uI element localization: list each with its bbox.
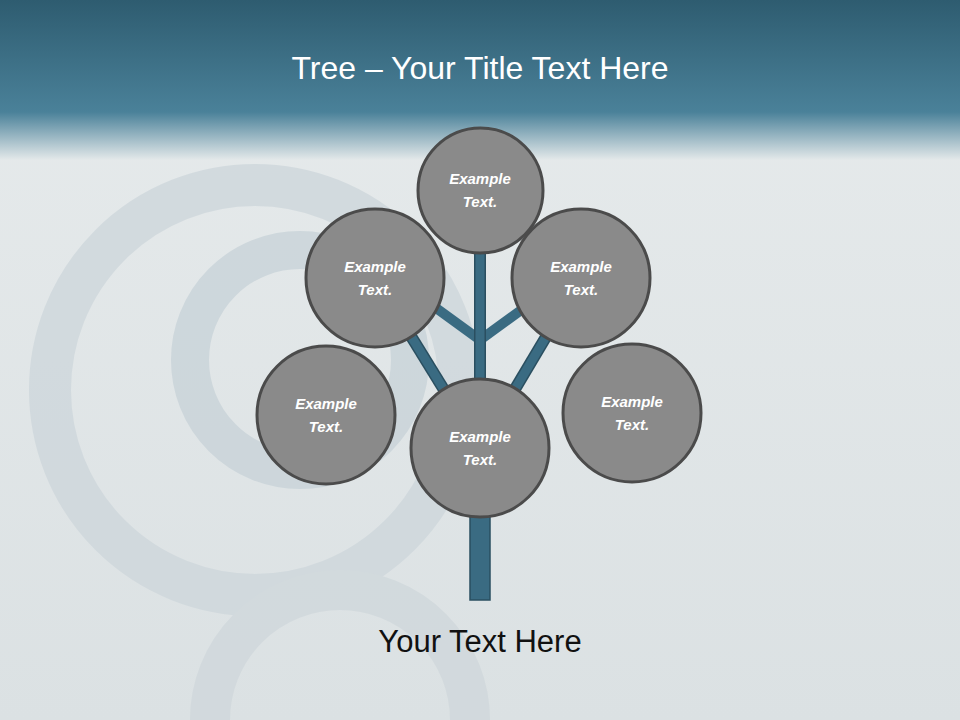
circle-node: Example Text. xyxy=(510,207,652,349)
node-label: Example Text. xyxy=(278,392,374,438)
tree-branch xyxy=(513,333,549,393)
branch-fill xyxy=(409,332,447,393)
circle-node: Example Text. xyxy=(409,377,551,519)
circle-outline xyxy=(255,344,397,486)
tree-branch xyxy=(409,332,447,393)
circle-node: Example Text. xyxy=(561,342,703,484)
branch-fill xyxy=(513,333,549,393)
circle-outline xyxy=(561,342,703,484)
branch-fill xyxy=(476,248,485,385)
circle-outline xyxy=(510,207,652,349)
circle-outline xyxy=(409,377,551,519)
node-label: Example Text. xyxy=(432,425,528,471)
caption: Your Text Here xyxy=(0,624,960,660)
circle-outline xyxy=(304,207,446,349)
slide-title: Tree – Your Title Text Here xyxy=(0,50,960,87)
node-label: Example Text. xyxy=(327,255,423,301)
branch-outline xyxy=(409,332,447,393)
node-label: Example Text. xyxy=(533,255,629,301)
branch-outline xyxy=(513,333,549,393)
node-label: Example Text. xyxy=(584,390,680,436)
circle-node: Example Text. xyxy=(304,207,446,349)
node-label: Example Text. xyxy=(432,167,528,213)
tree-branch xyxy=(480,248,481,385)
circle-node: Example Text. xyxy=(255,344,397,486)
branch-outline xyxy=(474,248,486,385)
